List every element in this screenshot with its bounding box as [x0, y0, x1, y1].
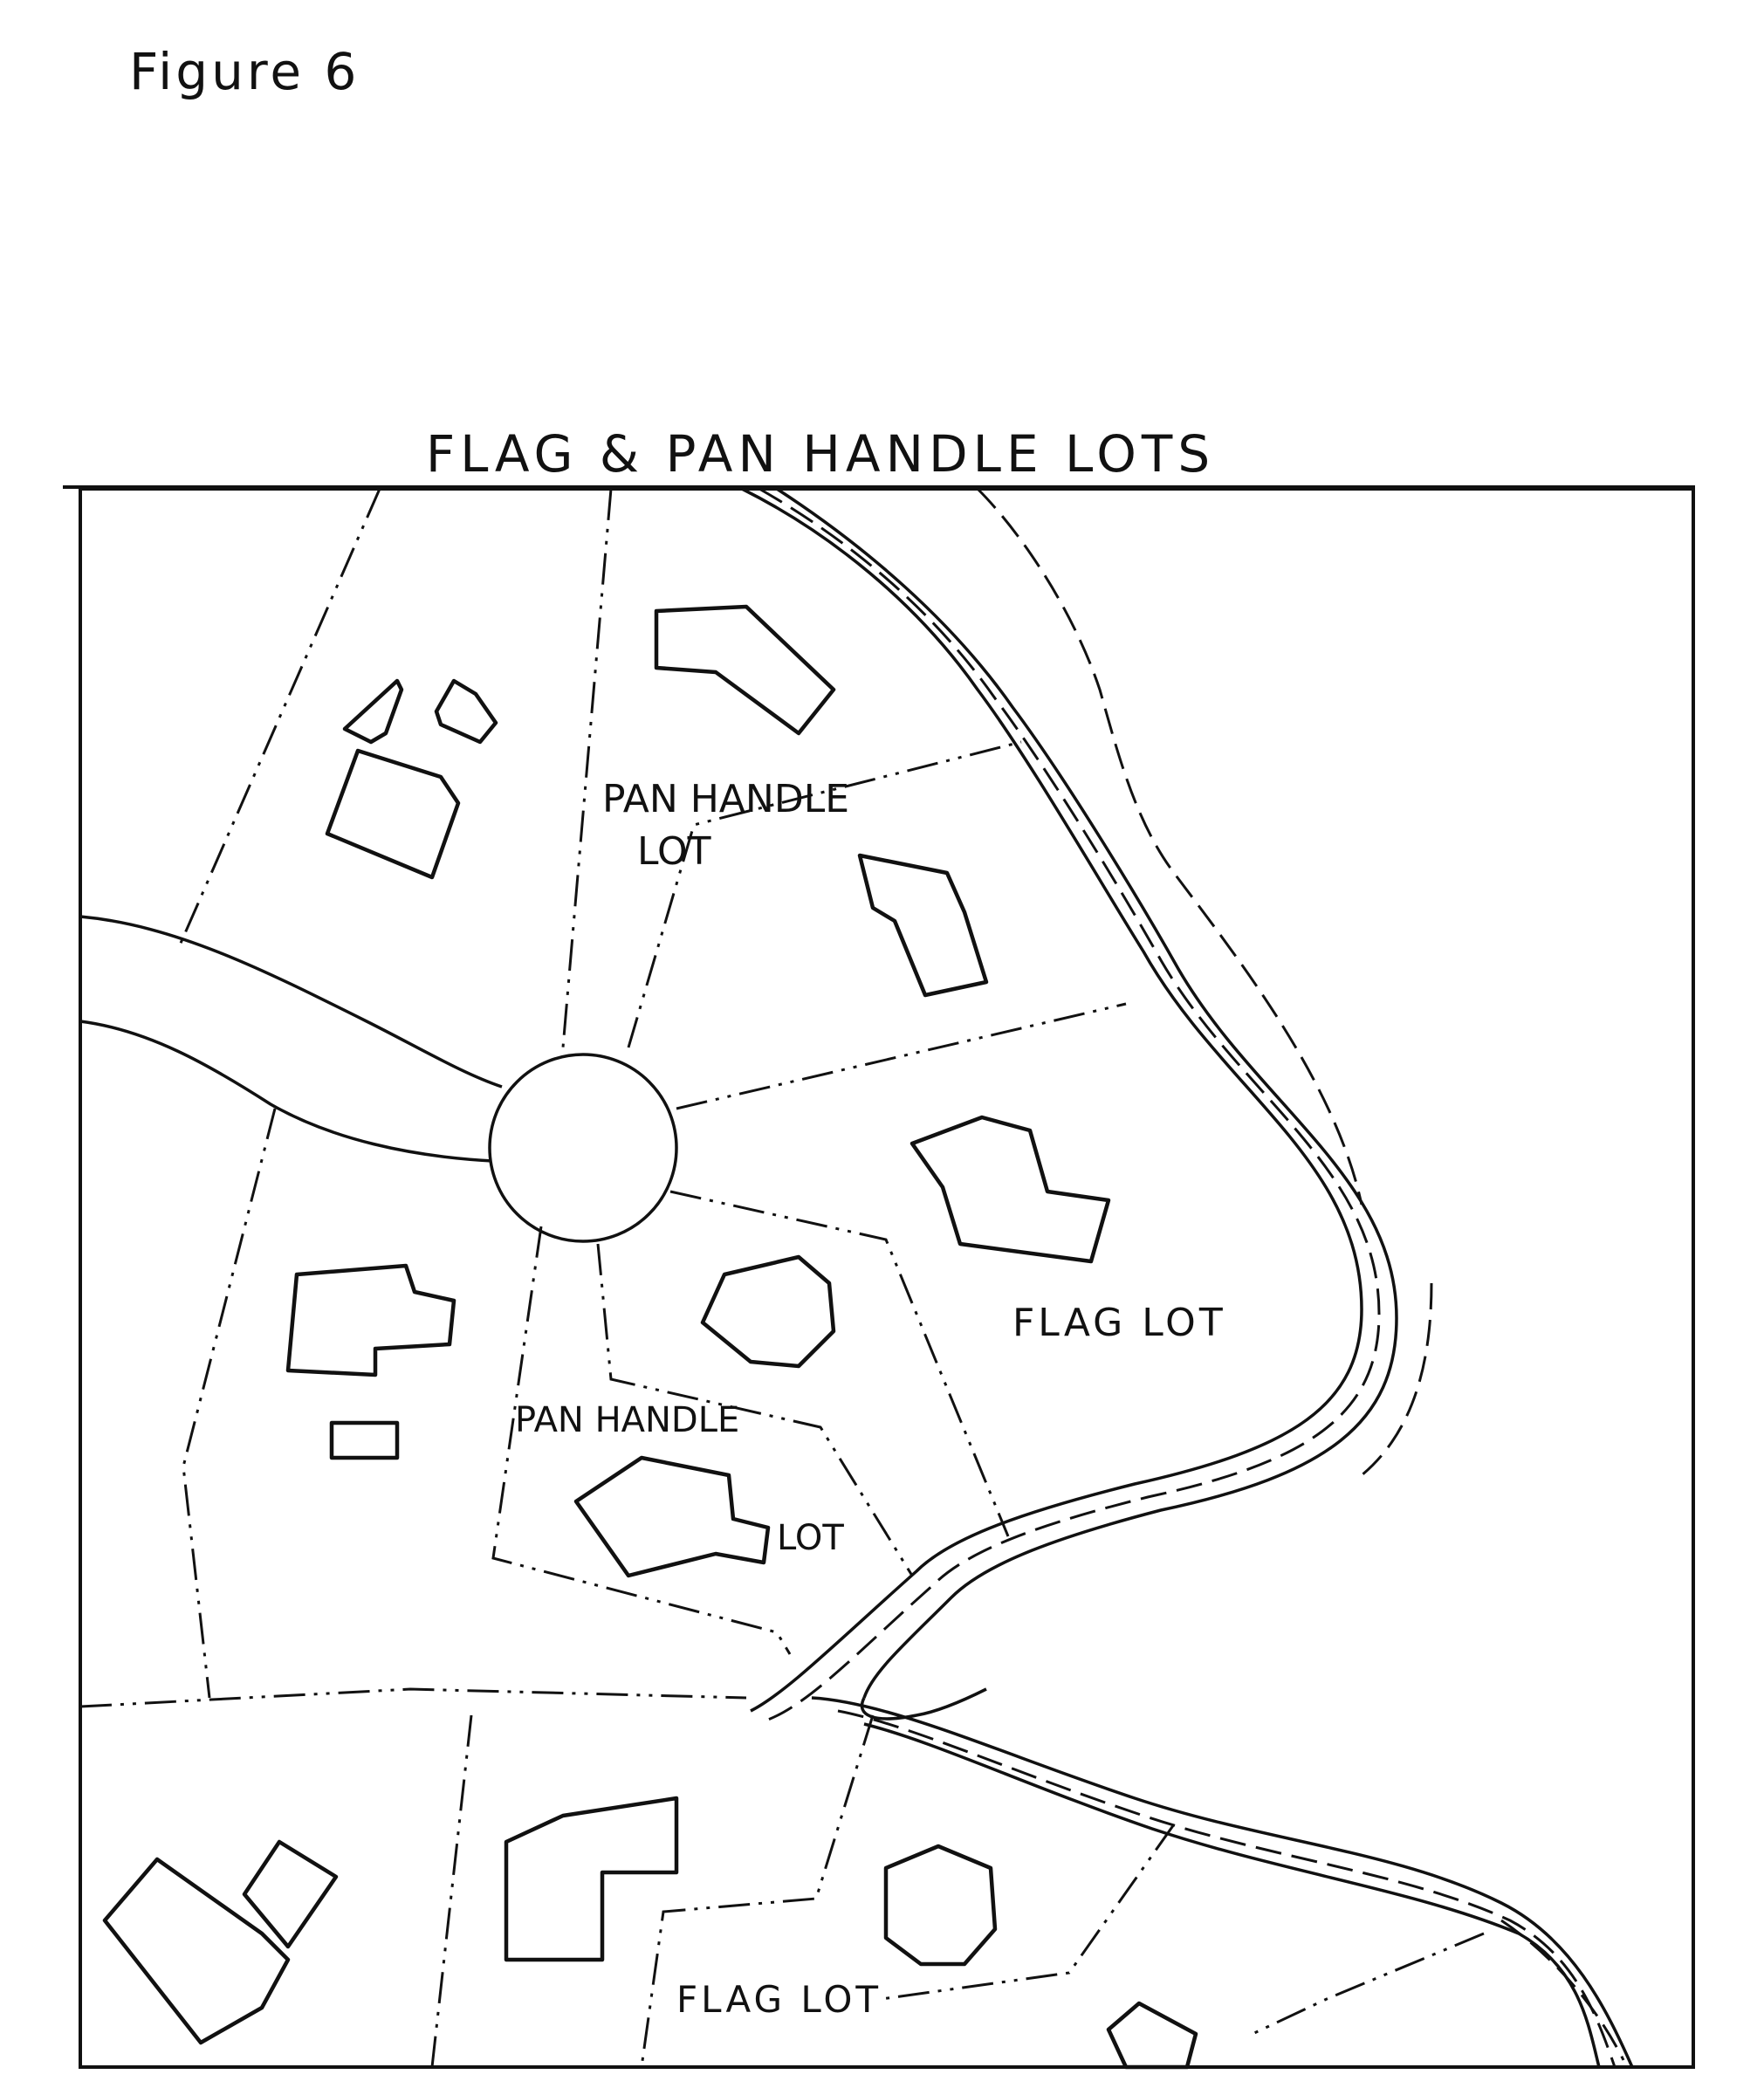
building [654, 604, 836, 736]
buildings [102, 604, 1198, 2070]
building [1106, 2001, 1198, 2070]
label-flag-lot-bottom: FLAG LOT [676, 1978, 882, 2021]
label-pan-handle-mid-1: PAN HANDLE [515, 1400, 739, 1440]
label-pan-handle-top-1: PAN HANDLE [602, 777, 849, 821]
building [434, 678, 498, 745]
building [504, 1796, 679, 1962]
building [342, 678, 404, 745]
building [102, 1857, 291, 2045]
building [242, 1839, 339, 1949]
building [285, 1263, 456, 1377]
building [573, 1455, 771, 1578]
building [857, 853, 989, 998]
building [909, 1115, 1111, 1264]
figure-label: Figure 6 [129, 42, 360, 101]
label-pan-handle-top-2: LOT [637, 829, 711, 874]
building [329, 1420, 400, 1460]
stream [741, 487, 1634, 2068]
building [700, 1254, 836, 1369]
label-pan-handle-mid-2: LOT [777, 1518, 844, 1558]
plan-title: FLAG & PAN HANDLE LOTS [426, 424, 1215, 484]
label-flag-lot-right: FLAG LOT [1012, 1301, 1226, 1345]
building [325, 748, 461, 880]
building [883, 1844, 998, 1967]
lot-boundaries [79, 488, 1485, 2068]
road-cul-de-sac [79, 915, 678, 1243]
